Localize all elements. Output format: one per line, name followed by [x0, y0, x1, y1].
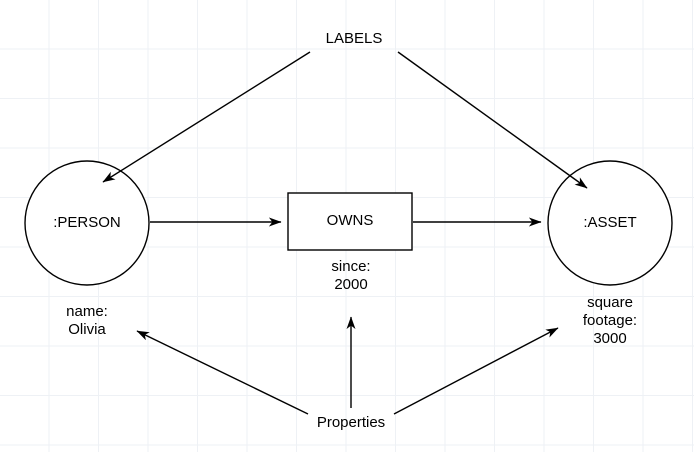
person-property-label: name: Olivia [66, 303, 108, 338]
node-person-shape[interactable] [24, 160, 150, 286]
relationship-property-label: since: 2000 [331, 258, 371, 293]
node-person-label[interactable]: :PERSON [53, 214, 121, 231]
node-owns-shape[interactable] [287, 192, 413, 251]
edge-properties-to-person-property [136, 330, 309, 415]
labels-node-text[interactable]: LABELS [325, 30, 383, 47]
node-asset-shape[interactable] [547, 160, 673, 286]
asset-property-label: square footage: 3000 [582, 294, 638, 347]
node-asset-label[interactable]: :ASSET [583, 214, 637, 231]
edge-properties-to-asset-property [393, 327, 559, 415]
edge-labels-to-asset [397, 51, 588, 189]
edge-labels-to-person [102, 51, 311, 183]
properties-node-text[interactable]: Properties [316, 414, 386, 431]
node-owns-label[interactable]: OWNS [326, 212, 374, 229]
